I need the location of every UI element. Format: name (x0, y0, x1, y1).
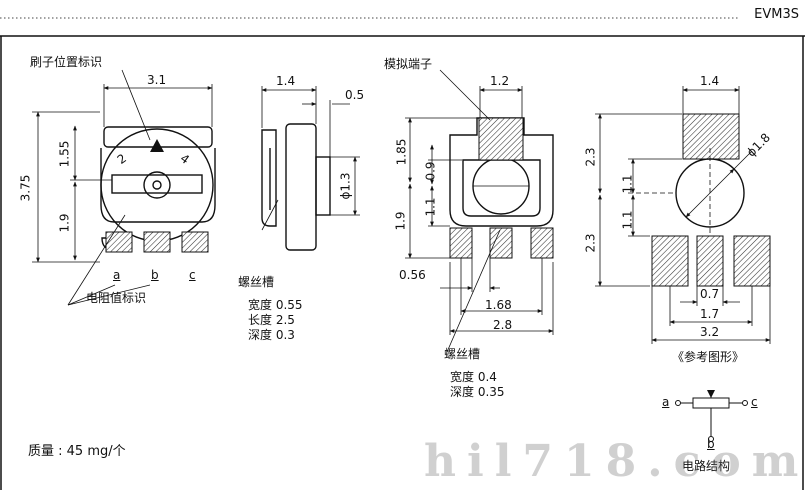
top-slot-width: 宽度 0.4 (450, 370, 497, 384)
ref-pad-left (651, 235, 689, 287)
dim-top-upper: 1.85 (394, 138, 409, 166)
series-name: EVM3S (754, 7, 799, 22)
pin-pad-left (449, 227, 473, 259)
dim-ref-upper: 2.3 (583, 147, 598, 167)
dim-side-width: 1.4 (276, 74, 296, 88)
side-slot-width: 宽度 0.55 (248, 298, 303, 312)
dim-ref-lower: 2.3 (583, 233, 598, 253)
pin-b-pad (143, 231, 171, 253)
dim-top-lower-b: 1.9 (393, 211, 408, 231)
dim-top-width: 1.2 (490, 74, 510, 88)
dim-ref-total: 3.2 (700, 325, 720, 339)
dim-ref-mid-b: 1.1 (620, 210, 635, 230)
dim-side-shaft: ϕ1.3 (338, 172, 353, 200)
pin-label-c: c (189, 268, 196, 282)
wiper-arrow (707, 390, 715, 398)
dim-ref-pitch: 1.7 (700, 307, 720, 321)
circuit-symbol (675, 392, 748, 442)
dim-front-upper: 1.55 (57, 140, 72, 168)
top-dimensions (405, 69, 554, 353)
top-slot-title: 螺丝槽 (444, 347, 481, 361)
dim-front-width: 3.1 (147, 73, 167, 87)
front-dimensions (32, 69, 213, 306)
top-slot-depth: 深度 0.35 (450, 385, 505, 399)
watermark: hil718.com (424, 436, 805, 487)
dim-top-total: 2.8 (493, 318, 513, 332)
dim-top-mid: 0.9 (423, 161, 438, 181)
side-dimensions (261, 86, 360, 231)
dim-side-step: 0.5 (345, 88, 365, 102)
ref-pad-right (733, 235, 771, 287)
mass-spec: 质量 : 45 mg/个 (28, 444, 126, 459)
reference-pattern-caption: 《参考图形》 (672, 350, 745, 364)
pin-label-a: a (113, 268, 121, 282)
circuit-terminal-b: b (707, 437, 715, 451)
pin-label-b: b (151, 268, 159, 282)
pin-c-pad (181, 231, 209, 253)
resistance-value-label: 电阻值标识 (86, 291, 147, 305)
terminal-label: 模拟端子 (384, 57, 433, 71)
circuit-terminal-c: c (751, 395, 758, 409)
wiper-position-label: 刷子位置标识 (30, 55, 103, 69)
side-slot-length: 长度 2.5 (248, 313, 295, 327)
ref-pad-top (682, 113, 740, 160)
dim-ref-mid-a: 1.1 (620, 174, 635, 194)
pin-a-pad (105, 231, 133, 253)
dim-ref-pad: 0.7 (700, 287, 720, 301)
dim-pin-width: 0.56 (399, 268, 426, 282)
terminal-pad-top (478, 117, 524, 161)
ref-dimensions (595, 86, 771, 344)
pin-pad-mid (489, 227, 513, 259)
dim-front-height: 3.75 (18, 174, 33, 202)
circuit-terminal-a: a (662, 395, 670, 409)
dim-front-lower: 1.9 (57, 213, 72, 233)
dim-ref-top: 1.4 (700, 74, 720, 88)
side-slot-title: 螺丝槽 (238, 275, 275, 289)
dim-top-lower-a: 1.1 (423, 197, 438, 217)
ref-pad-mid (696, 235, 724, 287)
dim-pin-pitch: 1.68 (485, 298, 512, 312)
side-slot-depth: 深度 0.3 (248, 328, 295, 342)
circuit-caption: 电路结构 (682, 459, 731, 473)
side-view (261, 123, 331, 251)
pin-pad-right (530, 227, 554, 259)
wiper-triangle-mark (150, 139, 164, 152)
